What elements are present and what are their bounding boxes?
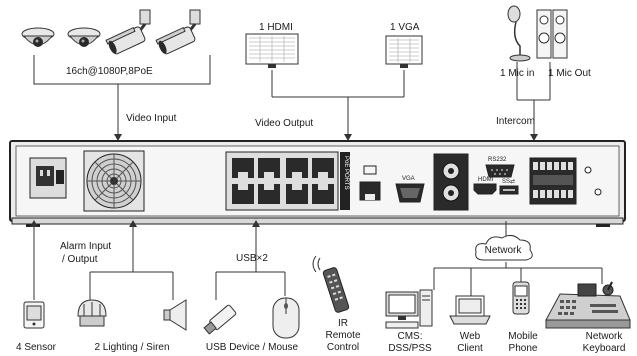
fan-icon: [83, 150, 145, 212]
vga-port-icon: [395, 183, 425, 203]
bullet-camera-icon: [105, 9, 151, 55]
poe-ports-label: PoE PORTS: [343, 156, 349, 190]
web-client-label-line2: Client: [457, 343, 483, 354]
top-connector-lines: [33, 55, 551, 140]
hdmi-label: 1 HDMI: [259, 22, 293, 33]
bottom-connector-lines: [33, 221, 603, 300]
alarm-terminal-block: [529, 157, 577, 205]
ir-label-line2: Remote: [325, 330, 361, 341]
vga-port-label: VGA: [402, 176, 415, 182]
cameras-spec-label: 16ch@1080P,8PoE: [66, 66, 153, 77]
hdmi-port-icon: [473, 183, 497, 195]
usb-port-label: SS⇄: [502, 179, 516, 185]
power-inlet-icon: [29, 157, 67, 199]
mic-in-label: 1 Mic in: [500, 68, 535, 79]
microphone-icon: [507, 5, 531, 62]
lighting-siren-label: 2 Lighting / Siren: [94, 342, 170, 353]
video-input-label: Video Input: [126, 113, 177, 124]
lan-port-icon: [359, 165, 381, 201]
alarm-input-label-line2: / Output: [62, 254, 98, 265]
lighting-icon: [77, 299, 107, 327]
video-output-label: Video Output: [255, 118, 314, 129]
usb-flash-drive-icon: [203, 304, 237, 335]
usb-port-icon: [499, 185, 519, 195]
cms-label-line2: DSS/PSS: [388, 343, 432, 354]
speaker-icon: [536, 9, 552, 59]
speaker-icon: [552, 9, 568, 59]
dome-camera-icon: [67, 27, 101, 47]
mobile-phone-icon: [512, 281, 530, 315]
vga-monitor-icon: [385, 35, 423, 68]
network-cloud-icon: [475, 234, 533, 261]
usb-device-mouse-label: USB Device / Mouse: [205, 342, 299, 353]
usb-x2-label: USB×2: [236, 253, 268, 264]
mic-out-label: 1 Mic Out: [548, 68, 591, 79]
cms-label-line1: CMS:: [397, 331, 423, 342]
ir-label-line1: IR: [338, 318, 348, 329]
laptop-icon: [449, 295, 491, 325]
ir-label-line3: Control: [326, 342, 360, 353]
poe-port-block: [225, 151, 350, 211]
vga-label: 1 VGA: [390, 22, 420, 33]
network-label: Network: [484, 245, 522, 256]
bullet-camera-icon: [155, 9, 201, 55]
top-arrowheads: [114, 134, 538, 141]
audio-port-block: [433, 153, 469, 211]
network-keyboard-label-line1: Network: [585, 331, 623, 342]
mouse-icon: [272, 297, 300, 339]
nvr-rear-panel: [9, 140, 626, 227]
alarm-input-label-line1: Alarm Input: [60, 241, 112, 252]
ir-remote-icon: [312, 255, 350, 313]
web-client-label-line1: Web: [459, 331, 481, 342]
siren-icon: [163, 299, 187, 331]
cms-computer-icon: [385, 289, 433, 329]
bottom-arrowheads: [30, 220, 260, 227]
sensor-icon: [23, 301, 45, 329]
network-keyboard-label-line2: Keyboard: [582, 343, 626, 354]
sensor-label: 4 Sensor: [15, 342, 57, 353]
rs232-port-label: RS232: [488, 157, 507, 163]
hdmi-monitor-icon: [245, 33, 299, 68]
intercom-label: Intercom: [496, 116, 535, 127]
dome-camera-icon: [21, 27, 55, 47]
rs232-port-icon: [485, 164, 515, 178]
mobile-phone-label-line2: Phone: [508, 343, 538, 354]
network-keyboard-icon: [545, 281, 631, 329]
hdmi-port-label: HDMI: [478, 177, 494, 183]
mobile-phone-label-line1: Mobile: [508, 331, 538, 342]
